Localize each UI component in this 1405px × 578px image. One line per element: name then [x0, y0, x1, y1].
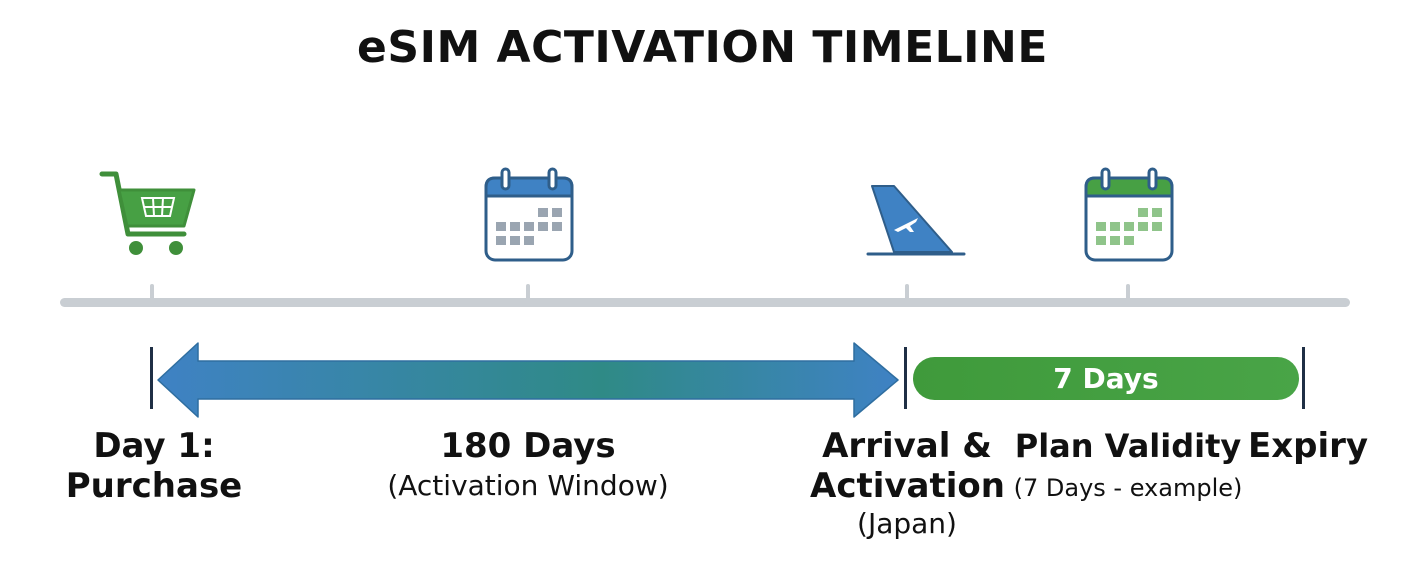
timeline-tick — [526, 284, 530, 300]
arrival-label-line1: Arrival & — [822, 426, 992, 466]
purchase-label-line2: Purchase — [65, 466, 243, 506]
timeline-line — [60, 298, 1350, 307]
expiry-marker — [1302, 347, 1305, 409]
expiry-label: Expiry — [1248, 426, 1369, 466]
shopping-cart-icon — [99, 171, 196, 255]
plan-validity-label: Plan Validity (7 Days - example) — [1006, 426, 1250, 506]
activation-window-label-line2: (Activation Window) — [387, 469, 669, 502]
page-title: eSIM ACTIVATION TIMELINE — [357, 22, 1048, 73]
expiry-label-line1: Expiry — [1248, 426, 1369, 466]
purchase-label: Day 1: Purchase — [54, 426, 254, 506]
timeline-tick — [1126, 284, 1130, 300]
activation-window-label-line1: 180 Days — [440, 426, 616, 466]
arrival-label-line2: Activation — [810, 466, 1005, 506]
arrival-label: Arrival & Activation (Japan) — [810, 426, 1005, 542]
plan-validity-bar: 7 Days — [913, 357, 1299, 400]
arrival-label-line3: (Japan) — [857, 507, 957, 540]
activation-window-arrow — [157, 342, 899, 418]
start-marker — [150, 347, 153, 409]
plan-validity-label-line2: (7 Days - example) — [1013, 474, 1243, 502]
activation-window-label: 180 Days (Activation Window) — [358, 426, 698, 504]
airplane-tail-icon — [866, 185, 966, 256]
timeline-tick — [905, 284, 909, 300]
timeline-tick — [150, 284, 154, 300]
plan-validity-label-line1: Plan Validity — [1014, 427, 1242, 465]
calendar-icon — [1084, 167, 1174, 262]
calendar-icon — [484, 167, 574, 262]
activation-marker — [904, 347, 907, 409]
purchase-label-line1: Day 1: — [93, 426, 215, 466]
